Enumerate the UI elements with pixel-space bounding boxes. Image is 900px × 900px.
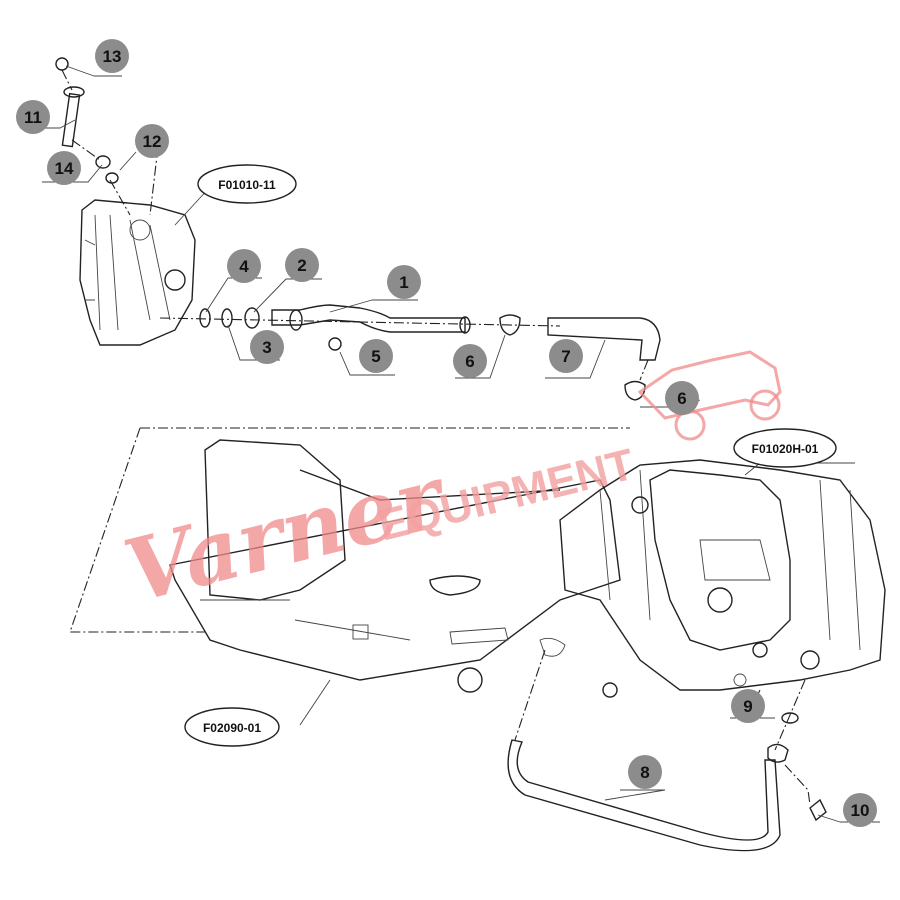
reference-text-top: F01010-11 xyxy=(218,178,276,192)
callout-11: 11 xyxy=(16,100,50,134)
callout-4: 4 xyxy=(227,249,261,283)
callout-6b-label: 6 xyxy=(677,389,686,408)
transmission-housing xyxy=(559,459,886,691)
callout-7: 7 xyxy=(549,339,583,373)
callout-14: 14 xyxy=(47,151,81,185)
callout-8: 8 xyxy=(628,755,662,789)
callout-7-label: 7 xyxy=(561,347,570,366)
callout-14-label: 14 xyxy=(55,159,74,178)
callout-11-label: 11 xyxy=(24,108,42,127)
suction-pipe-run xyxy=(159,304,661,401)
reference-label-bottom: F02090-01 xyxy=(184,707,280,747)
callout-6a-label: 6 xyxy=(465,352,474,371)
callout-1-label: 1 xyxy=(399,273,408,292)
callout-12-label: 12 xyxy=(143,132,162,151)
callout-6b: 6 xyxy=(665,381,699,415)
callout-10: 10 xyxy=(843,793,877,827)
pump-housing xyxy=(79,199,196,346)
callout-3: 3 xyxy=(250,330,284,364)
main-frame xyxy=(69,427,630,698)
callout-6a: 6 xyxy=(453,344,487,378)
callout-5-label: 5 xyxy=(371,347,380,366)
reference-text-right: F01020H-01 xyxy=(752,442,819,456)
callout-13: 13 xyxy=(95,39,129,73)
reference-label-right: F01020H-01 xyxy=(733,428,837,468)
callout-9-label: 9 xyxy=(743,697,752,716)
callout-3-label: 3 xyxy=(262,338,271,357)
callout-8-label: 8 xyxy=(640,763,649,782)
callout-10-label: 10 xyxy=(851,801,870,820)
callout-2: 2 xyxy=(285,248,319,282)
callout-12: 12 xyxy=(135,124,169,158)
reference-text-bottom: F02090-01 xyxy=(203,721,261,735)
reference-label-top: F01010-11 xyxy=(197,164,297,204)
callout-13-label: 13 xyxy=(103,47,122,66)
callout-5: 5 xyxy=(359,339,393,373)
callout-1: 1 xyxy=(387,265,421,299)
callout-2-label: 2 xyxy=(297,256,306,275)
callout-4-label: 4 xyxy=(239,257,249,276)
callout-9: 9 xyxy=(731,689,765,723)
